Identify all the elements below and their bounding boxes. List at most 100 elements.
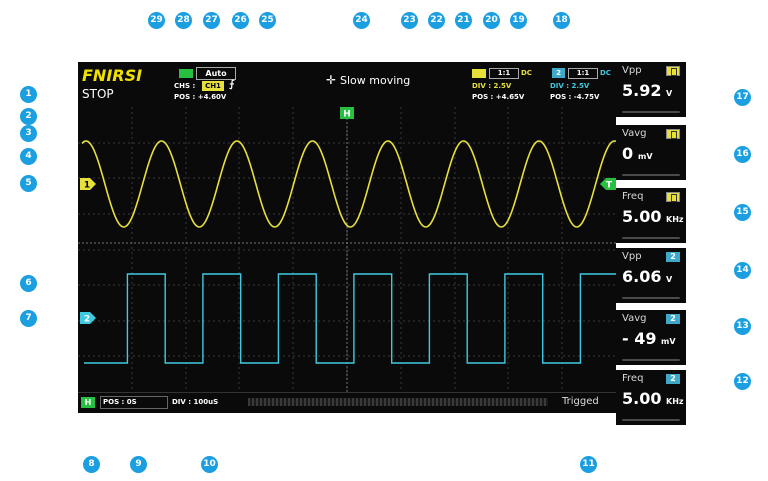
measurement-label: Vpp	[622, 65, 642, 76]
callout-4: 4	[20, 148, 37, 165]
measurement-unit: KHz	[666, 215, 684, 224]
callout-3: 3	[20, 125, 37, 142]
trigger-marker-icon[interactable]	[600, 178, 616, 190]
callout-29: 29	[148, 12, 165, 29]
trigger-marker-label: T	[606, 181, 613, 191]
callout-9: 9	[130, 456, 147, 473]
callout-18: 18	[553, 12, 570, 29]
channel-number: 2	[670, 374, 676, 383]
brand-logo: FNIRSI	[82, 66, 143, 85]
callout-25: 25	[259, 12, 276, 29]
ch1-badge-icon[interactable]	[472, 69, 486, 78]
channel-number: 2	[670, 314, 676, 323]
time-badge[interactable]: H	[81, 397, 95, 408]
callout-11: 11	[580, 456, 597, 473]
measurement-panel[interactable]: Freq 5.00 KHz	[616, 188, 686, 243]
channel-select-value[interactable]: CH1	[202, 81, 224, 91]
measurement-unit: V	[666, 275, 673, 284]
callout-28: 28	[175, 12, 192, 29]
measurement-label: Vpp	[622, 251, 642, 262]
ch1-coupling[interactable]: DC	[521, 69, 532, 77]
callout-8: 8	[83, 456, 100, 473]
ch1-div[interactable]: DIV : 2.5V	[472, 82, 512, 90]
callout-21: 21	[455, 12, 472, 29]
panel-divider	[622, 111, 680, 113]
callout-10: 10	[201, 456, 218, 473]
callout-6: 6	[20, 275, 37, 292]
callout-2: 2	[20, 108, 37, 125]
measurement-panel[interactable]: Vavg 2 - 49 mV	[616, 310, 686, 365]
callout-15: 15	[734, 204, 751, 221]
channel-badge-icon	[666, 192, 680, 202]
trigger-status: Trigged	[562, 396, 599, 407]
callout-26: 26	[232, 12, 249, 29]
measurement-value: 6.06	[622, 267, 662, 286]
callout-23: 23	[401, 12, 418, 29]
callout-20: 20	[483, 12, 500, 29]
waveform-plot[interactable]: H T 1 2	[78, 107, 616, 407]
scroll-track[interactable]	[248, 398, 548, 406]
callout-1: 1	[20, 86, 37, 103]
measurement-unit: KHz	[666, 397, 684, 406]
ch2-waveform	[84, 273, 616, 364]
ch2-probe[interactable]: 1:1	[568, 68, 598, 79]
horizontal-position[interactable]: POS : 0S	[100, 396, 168, 409]
measurement-panel[interactable]: Freq 2 5.00 KHz	[616, 370, 686, 425]
measurement-unit: V	[666, 89, 673, 98]
callout-5: 5	[20, 175, 37, 192]
measurement-label: Freq	[622, 373, 644, 384]
horizontal-div[interactable]: DIV : 100uS	[172, 398, 219, 406]
measurement-value: 5.00	[622, 207, 662, 226]
panel-divider	[622, 419, 680, 421]
callout-7: 7	[20, 310, 37, 327]
measurement-value: 5.00	[622, 389, 662, 408]
channel-badge-icon: 2	[666, 252, 680, 262]
measurement-panel[interactable]: Vpp 2 6.06 V	[616, 248, 686, 303]
ch1-waveform	[81, 140, 616, 228]
panel-divider	[622, 174, 680, 176]
channel-badge-icon: 2	[666, 314, 680, 324]
callout-19: 19	[510, 12, 527, 29]
ch2-div[interactable]: DIV : 2.5V	[550, 82, 590, 90]
oscilloscope-screen: FNIRSI STOP Auto CHS : CH1 ⨍ POS : +4.60…	[78, 62, 616, 413]
panel-divider	[622, 237, 680, 239]
callout-14: 14	[734, 262, 751, 279]
trigger-mode[interactable]: Auto	[196, 67, 236, 80]
measurement-value: 5.92	[622, 81, 662, 100]
ch2-coupling[interactable]: DC	[600, 69, 611, 77]
ch1-probe[interactable]: 1:1	[489, 68, 519, 79]
channel-select-label: CHS :	[174, 82, 196, 90]
ch2-badge-icon[interactable]: 2	[552, 68, 565, 78]
callout-16: 16	[734, 146, 751, 163]
trigger-edge-icon[interactable]: ⨍	[229, 79, 235, 90]
channel-badge-icon: 2	[666, 374, 680, 384]
callout-22: 22	[428, 12, 445, 29]
ch2-marker-icon[interactable]	[80, 312, 96, 324]
ch1-marker-icon[interactable]	[80, 178, 96, 190]
ch1-select-badge-icon[interactable]	[179, 69, 193, 78]
trigger-position[interactable]: POS : +4.60V	[174, 93, 227, 101]
move-icon[interactable]: ✛	[326, 73, 337, 87]
channel-badge-icon	[666, 66, 680, 76]
measurement-label: Freq	[622, 191, 644, 202]
horizontal-marker-icon[interactable]	[340, 107, 354, 119]
panel-divider	[622, 359, 680, 361]
callout-12: 12	[734, 373, 751, 390]
mode-text[interactable]: Slow moving	[340, 74, 411, 87]
ch2-pos[interactable]: POS : -4.75V	[550, 93, 600, 101]
ch2-marker-label: 2	[84, 315, 90, 325]
ch1-marker-label: 1	[84, 181, 90, 191]
measurement-unit: mV	[661, 337, 676, 346]
callout-13: 13	[734, 318, 751, 335]
measurement-value: - 49	[622, 329, 657, 348]
run-state[interactable]: STOP	[82, 87, 114, 101]
panel-divider	[622, 297, 680, 299]
horizontal-marker-label: H	[343, 110, 351, 120]
measurement-unit: mV	[638, 152, 653, 161]
measurement-label: Vavg	[622, 128, 647, 139]
ch1-pos[interactable]: POS : +4.65V	[472, 93, 525, 101]
measurement-label: Vavg	[622, 313, 647, 324]
measurement-panel[interactable]: Vpp 5.92 V	[616, 62, 686, 117]
callout-27: 27	[203, 12, 220, 29]
